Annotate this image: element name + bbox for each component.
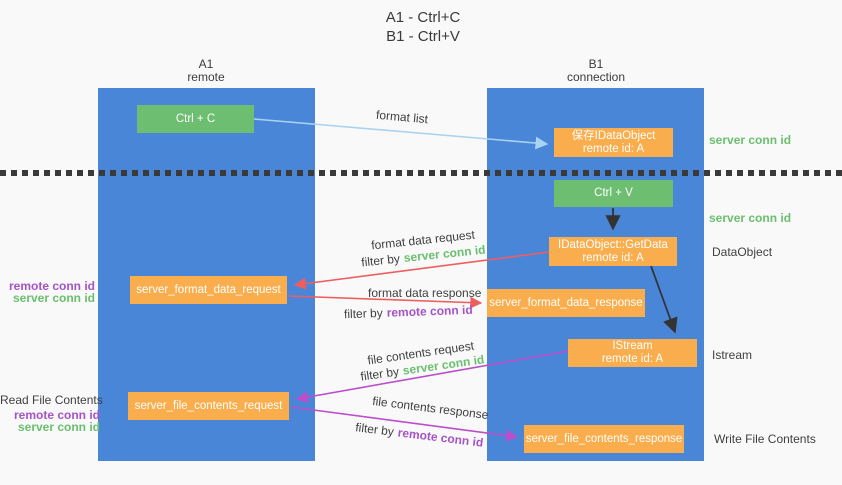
node-ctrl-c: Ctrl + C (137, 105, 254, 133)
node-save-idataobject-line2: remote id: A (582, 142, 645, 155)
lifeline-header-a1: A1 remote (156, 58, 256, 84)
node-istream-line1: IStream (612, 340, 653, 352)
label-server-conn-id-left-1: server conn id (12, 291, 95, 305)
label-write-file-contents: Write File Contents (714, 432, 816, 446)
node-server-format-data-request-label: server_format_data_request (136, 283, 281, 296)
label-dataobject: DataObject (712, 245, 773, 259)
title-line-a1: A1 - Ctrl+C (385, 9, 461, 26)
filter-by-text: filter by (343, 305, 383, 322)
node-server-format-data-response: server_format_data_response (487, 289, 645, 317)
label-server-conn-id-mid-right: server conn id (709, 211, 792, 225)
title-line-b1: B1 - Ctrl+V (386, 28, 460, 45)
node-save-idataobject: 保存IDataObject remote id: A (554, 128, 673, 157)
node-server-file-contents-response-label: server_file_contents_response (525, 432, 683, 445)
node-save-idataobject-line1: 保存IDataObject (571, 129, 656, 142)
label-remote-conn-id-left-2: remote conn id (13, 408, 100, 422)
lifeline-a1-sub: remote (187, 70, 225, 84)
node-server-file-contents-response: server_file_contents_response (524, 425, 684, 453)
lifeline-b1-sub: connection (566, 70, 626, 84)
filter-key-remote-conn-id: remote conn id (386, 302, 473, 320)
label-server-conn-id-left-2: server conn id (17, 420, 100, 434)
filter-by-text: filter by (359, 364, 400, 384)
lifeline-b1-name: B1 (588, 57, 604, 71)
node-ctrl-v: Ctrl + V (554, 180, 673, 207)
label-istream: Istream (712, 348, 753, 362)
lifeline-a1-name: A1 (198, 57, 214, 71)
node-ctrl-v-label: Ctrl + V (594, 187, 633, 199)
filter-by-text: filter by (354, 420, 395, 439)
copy-paste-separator-line (0, 170, 842, 176)
filter-key-remote-conn-id: remote conn id (396, 425, 485, 450)
label-remote-conn-id-left-1: remote conn id (8, 279, 95, 293)
diagram-title: A1 - Ctrl+C B1 - Ctrl+V (348, 8, 498, 46)
label-read-file-contents: Read File Contents (0, 393, 103, 407)
label-format-list: format list (375, 107, 429, 127)
label-format-data-response: format data response (368, 286, 482, 300)
node-idataobject-getdata-line1: IDataObject::GetData (558, 238, 668, 251)
label-server-conn-id-top-right: server conn id (709, 133, 792, 147)
filter-by-text: filter by (360, 251, 401, 270)
node-server-format-data-request: server_format_data_request (130, 276, 287, 304)
node-server-format-data-response-label: server_format_data_response (489, 296, 643, 309)
node-server-file-contents-request: server_file_contents_request (128, 392, 289, 420)
node-idataobject-getdata: IDataObject::GetData remote id: A (549, 237, 677, 266)
node-server-file-contents-request-label: server_file_contents_request (134, 399, 283, 412)
node-istream: IStream remote id: A (568, 339, 697, 367)
node-idataobject-getdata-line2: remote id: A (582, 251, 644, 264)
node-ctrl-c-label: Ctrl + C (175, 112, 216, 125)
lifeline-header-b1: B1 connection (546, 58, 646, 84)
node-istream-line2: remote id: A (601, 353, 664, 365)
label-file-contents-response: file contents response (371, 393, 490, 423)
